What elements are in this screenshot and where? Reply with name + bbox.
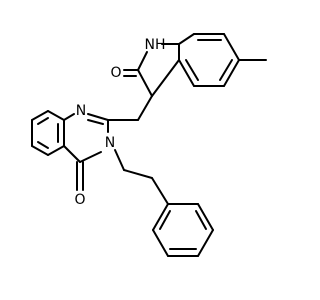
atom-label-o-quin: O <box>74 192 85 208</box>
bond <box>137 95 153 121</box>
bond <box>87 119 104 125</box>
bond <box>47 110 65 121</box>
atom-label-nh: NH <box>145 37 166 53</box>
quinazolinone-oxygen-atom: O <box>74 192 85 208</box>
nh-atom: NH <box>145 37 166 53</box>
atom-label-n3: N <box>105 135 115 151</box>
bond <box>219 59 233 81</box>
bond <box>197 229 214 257</box>
structure-main: NH O N N O <box>31 33 267 257</box>
bond <box>195 210 207 230</box>
bond <box>37 141 49 149</box>
oxindole-bonds <box>107 33 267 121</box>
atom-label-o-lactam: O <box>110 65 121 81</box>
bond <box>223 33 240 61</box>
quinazolinone-bonds <box>31 110 169 205</box>
bond <box>37 117 49 125</box>
bond <box>197 203 214 231</box>
bond <box>137 51 148 71</box>
bond <box>151 177 169 205</box>
bond <box>63 113 75 121</box>
atom-labels: NH O N N O <box>74 37 165 208</box>
n1-atom: N <box>76 103 86 119</box>
bond <box>152 229 169 257</box>
bond <box>123 169 153 179</box>
bond <box>178 33 195 45</box>
bond <box>79 151 102 163</box>
bond <box>159 210 171 230</box>
bond <box>31 110 49 121</box>
bond <box>151 59 180 97</box>
bond <box>87 113 109 121</box>
atom-label-n1: N <box>76 103 86 119</box>
bond <box>63 145 81 163</box>
bond <box>137 69 153 97</box>
lactam-oxygen-atom: O <box>110 65 121 81</box>
bond <box>114 149 125 171</box>
bond <box>31 145 49 156</box>
bond <box>152 203 169 231</box>
bond <box>47 145 65 156</box>
n3-atom: N <box>105 135 115 151</box>
bond <box>178 59 195 87</box>
molecule-canvas: NH O N N O <box>28 33 273 257</box>
bond <box>223 59 240 87</box>
phenyl-bonds <box>152 203 214 257</box>
bond <box>185 59 199 81</box>
